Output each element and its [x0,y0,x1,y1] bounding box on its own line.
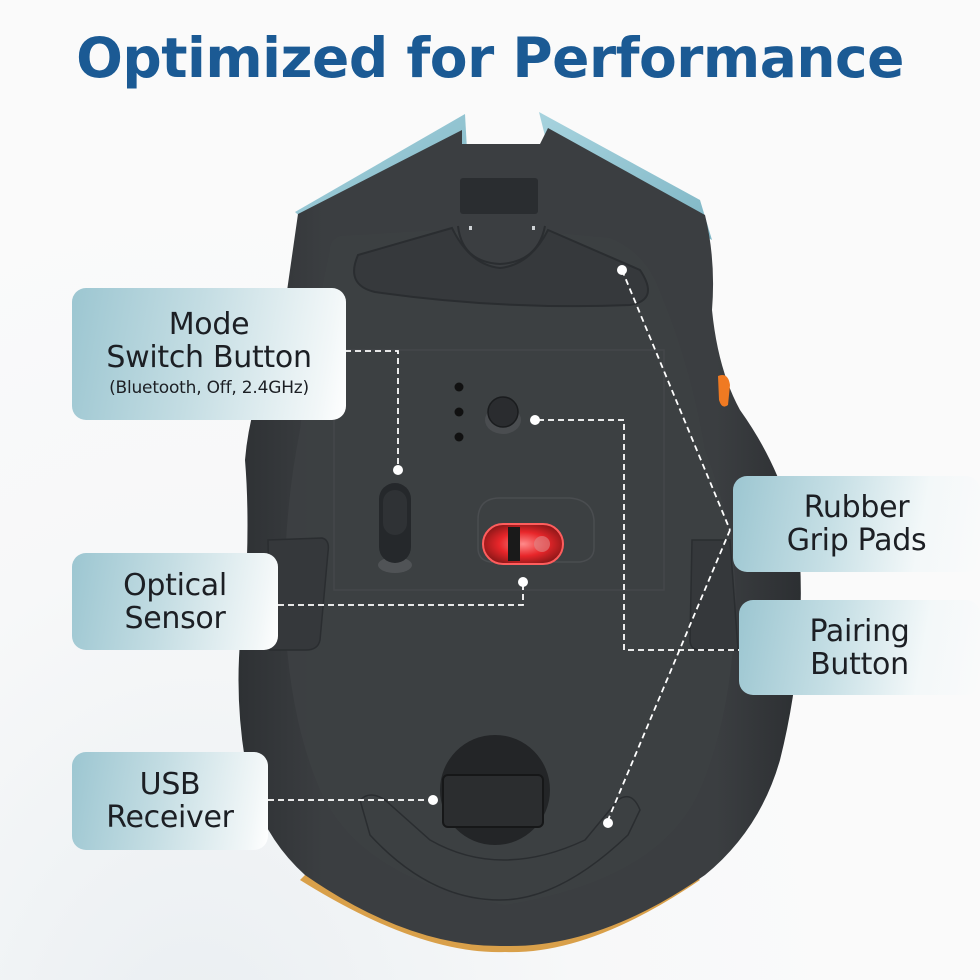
page-title: Optimized for Performance [76,26,904,90]
gold-trim [300,870,700,953]
callout-rubber-grip: Rubber Grip Pads [733,476,980,572]
callout-pairing-button-line1: Pairing [809,613,910,649]
right-grip-pad [689,539,739,651]
callout-usb-receiver-line1: USB [139,767,201,802]
leader-optical-sensor [278,583,524,606]
callout-mode-switch: Mode Switch Button (Bluetooth, Off, 2.4G… [72,288,346,420]
usb-receiver [442,774,544,828]
pairing-button-knob [487,396,519,428]
callout-optical-sensor: Optical Sensor [72,553,278,650]
left-grip-pad [267,537,330,651]
bottom-grip-pad [359,794,641,901]
leader-mode-switch [345,350,399,470]
callout-rubber-grip-line1: Rubber [803,490,910,525]
callout-rubber-grip-line2: Grip Pads [786,523,927,558]
top-grip-pad [353,226,649,308]
callout-pairing-button: Pairing Button [739,600,980,695]
callout-optical-sensor-line1: Optical [123,567,227,603]
callout-usb-receiver: USB Receiver [72,752,268,850]
side-button [718,375,730,407]
led-indicator-2 [454,407,464,417]
callout-pairing-button-line2: Button [810,646,909,682]
led-indicator-1 [454,382,464,392]
center-panel [333,349,665,591]
callout-optical-sensor-line2: Sensor [124,600,226,636]
leader-pairing-button [538,419,740,651]
leader-grip-bottom [607,529,731,821]
top-notch [460,178,538,214]
callout-mode-switch-line2: Switch Button [106,340,312,375]
led-indicator-3 [454,432,464,442]
callout-mode-switch-sub: (Bluetooth, Off, 2.4GHz) [109,378,309,398]
callout-mode-switch-line1: Mode [168,307,250,342]
leader-dots [393,265,627,828]
optical-sensor-lens [482,523,564,565]
callout-usb-receiver-line2: Receiver [106,800,234,835]
leader-grip-top [621,269,731,531]
leader-lines [268,269,740,821]
